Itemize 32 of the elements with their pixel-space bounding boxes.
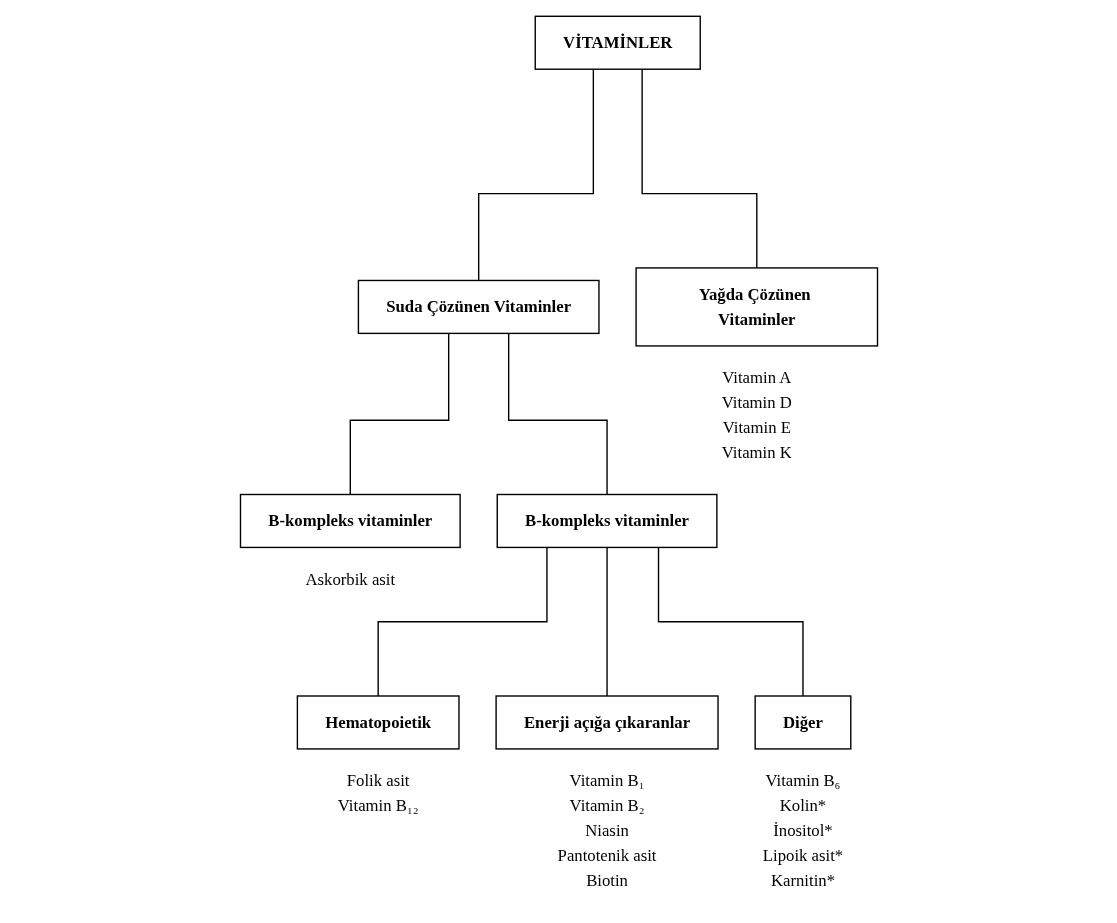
node-label: Lipoik asit* xyxy=(762,845,843,865)
node-label: Vitamin B₁ xyxy=(569,770,645,790)
node-box: Yağda Çözünen Vitaminler xyxy=(634,266,878,347)
node-label: Vitamin K xyxy=(721,442,792,462)
node-label: Vitamin B₁₂ xyxy=(337,795,419,815)
node-label: Askorbik asit xyxy=(304,569,395,588)
node-box: Hematopoietik xyxy=(296,694,460,750)
node-label: Kolin* xyxy=(779,795,826,815)
node-box: VİTAMİNLER xyxy=(534,15,701,70)
connector xyxy=(376,546,548,697)
node-label: Folik asit xyxy=(346,770,410,790)
node-box: Suda Çözünen Vitaminler xyxy=(357,279,600,334)
node-box: B-kompleks vitaminler xyxy=(496,493,718,548)
node-box: Enerji açığa çıkaranlar xyxy=(494,694,719,750)
node-label: Vitamin B₂ xyxy=(569,795,645,815)
connector xyxy=(640,68,757,269)
connector xyxy=(349,332,449,495)
node-label: Karnitin* xyxy=(770,871,835,890)
connector xyxy=(477,68,594,281)
node-label: Vitamin B₆ xyxy=(765,770,840,790)
node-box: Diğer xyxy=(753,694,851,750)
node-label: Niasin xyxy=(584,820,629,840)
connector xyxy=(657,546,804,697)
node-box: B-kompleks vitaminler xyxy=(239,493,461,548)
node-label: İnositol* xyxy=(772,820,833,840)
node-label: Vitamin E xyxy=(722,417,791,437)
node-label: Vitamin A xyxy=(721,367,791,387)
node-label: Pantotenik asit xyxy=(557,845,657,865)
connector xyxy=(605,546,608,697)
connector xyxy=(507,332,608,495)
node-label: Biotin xyxy=(585,871,628,890)
node-label: Vitamin D xyxy=(721,392,792,412)
